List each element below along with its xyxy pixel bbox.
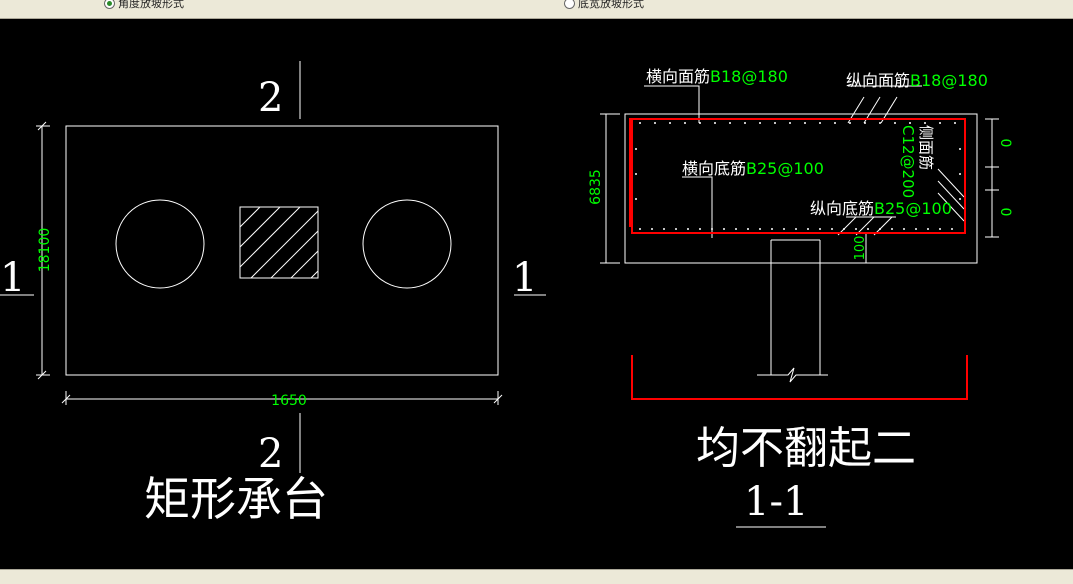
- radio-selected-icon: [104, 0, 115, 9]
- section-view: [600, 85, 999, 383]
- label-side: 侧面筋C12@200: [899, 125, 935, 198]
- dimension-horizontal: [61, 391, 503, 405]
- label-side-prefix: 侧面筋: [917, 125, 935, 170]
- label-bottom-longitudinal-prefix: 纵向底筋: [810, 199, 874, 218]
- pile-under-cap: [757, 239, 828, 383]
- radio-unselected-icon: [564, 0, 575, 9]
- drawing-canvas: 2 2 1 1 18100 1650 矩形承台: [0, 61, 1013, 528]
- status-bar: [0, 569, 1073, 584]
- bottom-rebar: [631, 119, 966, 234]
- section-mark-top: 2: [258, 75, 283, 121]
- radio-slope-by-width-label: 底宽放坡形式: [578, 0, 644, 10]
- dimension-height: [600, 113, 620, 264]
- dim-vertical-text: 18100: [37, 228, 53, 273]
- column-hatch-lines: [239, 206, 319, 279]
- radio-slope-by-angle-label: 角度放坡形式: [118, 0, 184, 10]
- rebar-dots: [635, 122, 961, 230]
- dimension-right: [985, 118, 999, 238]
- pile-circle-left: [115, 199, 205, 289]
- section-caption: 均不翻起二: [696, 423, 916, 474]
- dim-cover-text: 100: [853, 236, 868, 261]
- label-side-value: C12@200: [899, 125, 917, 198]
- label-bottom-transverse: 横向底筋B25@100: [682, 159, 824, 178]
- dimension-vertical: [36, 121, 50, 380]
- section-mark-bottom: 2: [258, 431, 283, 477]
- dim-horizontal-text: 1650: [271, 393, 307, 409]
- dim-right-bottom-text: 0: [997, 208, 1013, 217]
- radio-slope-by-angle[interactable]: 角度放坡形式: [104, 0, 184, 11]
- section-cap-outline: [624, 113, 978, 264]
- label-bottom-transverse-value: B25@100: [746, 159, 824, 178]
- label-top-longitudinal: 纵向面筋B18@180: [846, 71, 988, 90]
- label-bottom-transverse-prefix: 横向底筋: [682, 159, 746, 178]
- label-top-longitudinal-prefix: 纵向面筋: [846, 71, 910, 90]
- section-title: 1-1: [744, 479, 808, 525]
- rebar-cage: [629, 118, 968, 400]
- lower-rebar: [631, 355, 968, 400]
- label-bottom-longitudinal-value: B25@100: [874, 199, 952, 218]
- dim-height-text: 6835: [588, 169, 604, 205]
- options-toolbar: 角度放坡形式 底宽放坡形式: [0, 0, 1073, 19]
- plan-view: [0, 61, 546, 473]
- label-bottom-longitudinal: 纵向底筋B25@100: [810, 199, 952, 218]
- label-top-longitudinal-value: B18@180: [910, 71, 988, 90]
- dim-right-top-text: 0: [997, 139, 1013, 148]
- plan-title: 矩形承台: [144, 472, 328, 526]
- section-mark-left: 1: [0, 255, 25, 301]
- label-top-transverse-prefix: 横向面筋: [646, 67, 710, 86]
- radio-slope-by-width[interactable]: 底宽放坡形式: [564, 0, 644, 11]
- label-top-transverse: 横向面筋B18@180: [646, 67, 788, 86]
- column-hatched: [239, 206, 319, 279]
- pile-circle-right: [362, 199, 452, 289]
- pile-cap-outline: [65, 125, 499, 376]
- label-top-transverse-value: B18@180: [710, 67, 788, 86]
- section-mark-right: 1: [512, 255, 537, 301]
